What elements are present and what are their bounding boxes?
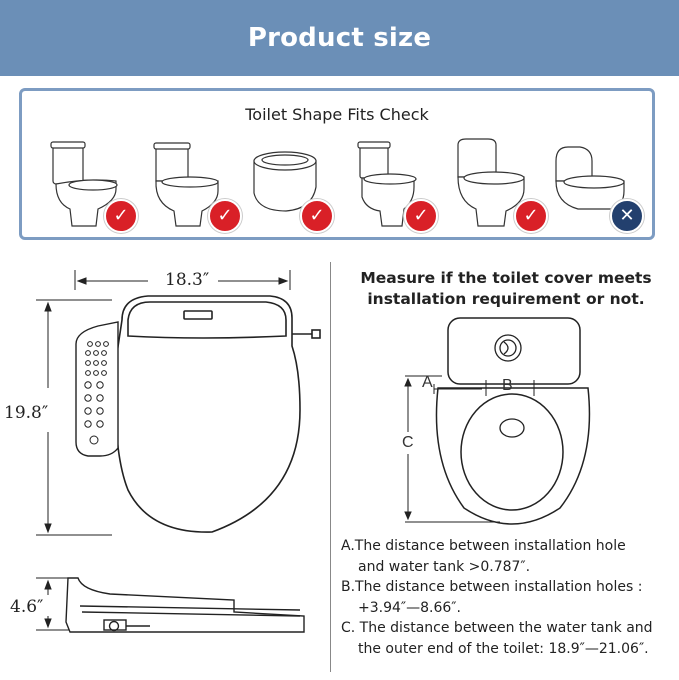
width-dimension-label: 18.3″ [165, 270, 210, 290]
wall-hung-toilet-icon [253, 151, 317, 212]
toilet-option-6: ✕ [552, 131, 648, 236]
two-piece-toilet-icon [50, 141, 118, 227]
measurement-notes: A.The distance between installation hole… [341, 536, 677, 660]
fit-check-icon: ✓ [300, 199, 334, 233]
toilet-option-2: ✓ [150, 131, 246, 236]
toilet-measurement-diagram [404, 317, 591, 525]
shape-check-title: Toilet Shape Fits Check [245, 105, 429, 124]
note-a-line1: A.The distance between installation hole [341, 538, 626, 554]
toilet-shape-check-panel: Toilet Shape Fits Check ✓ [19, 88, 655, 240]
note-a-line2: and water tank >0.787″. [358, 558, 531, 575]
distance-a-label: A [422, 374, 433, 391]
one-piece-toilet-icon [153, 142, 219, 227]
measure-instruction-title: Measure if the toilet cover meets instal… [360, 269, 652, 308]
tankless-integrated-toilet-icon [555, 146, 625, 210]
toilet-option-3: ✓ [250, 131, 346, 236]
note-b-line2: +3.94″—8.66″. [358, 599, 461, 616]
note-c-line1: C. The distance between the water tank a… [341, 620, 653, 637]
note-c-line2: the outer end of the toilet: 18.9″—21.06… [358, 640, 649, 657]
rounded-tank-toilet-icon [457, 138, 525, 227]
not-fit-cross-icon: ✕ [610, 199, 644, 233]
toilet-shape-row: ✓ ✓ ✓ [22, 131, 652, 236]
fit-check-icon: ✓ [208, 199, 242, 233]
note-b-line1: B.The distance between installation hole… [341, 579, 643, 596]
header-banner: Product size [0, 0, 679, 76]
toilet-option-5: ✓ [454, 131, 550, 236]
distance-c-label: C [402, 434, 414, 451]
section-divider [330, 262, 331, 672]
seat-dimension-drawing [36, 270, 321, 633]
fit-check-icon: ✓ [104, 199, 138, 233]
height-dimension-label: 4.6″ [10, 597, 44, 617]
fit-check-icon: ✓ [514, 199, 548, 233]
distance-b-label: B [502, 377, 513, 394]
close-coupled-toilet-icon [357, 141, 417, 227]
toilet-option-4: ✓ [352, 131, 448, 236]
length-dimension-label: 19.8″ [4, 403, 49, 423]
fit-check-icon: ✓ [404, 199, 438, 233]
toilet-option-1: ✓ [48, 131, 144, 236]
banner-title: Product size [247, 23, 432, 53]
